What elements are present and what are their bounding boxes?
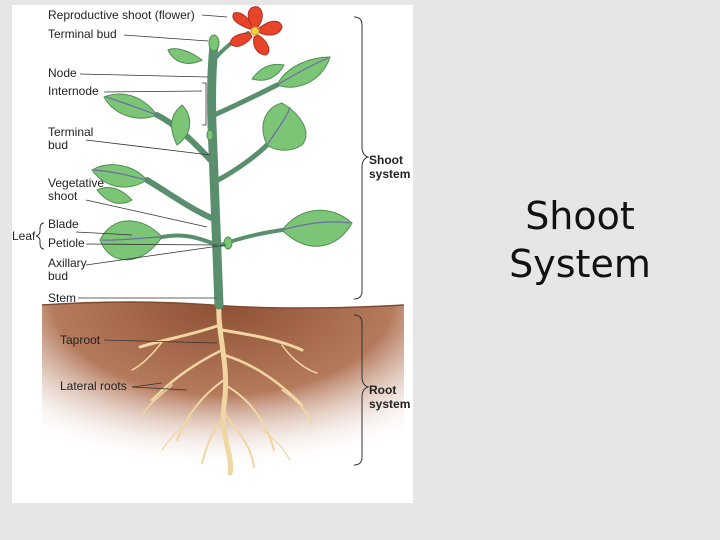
- terminal-bud: [208, 34, 220, 52]
- leaf: [171, 104, 191, 146]
- label-blade: Blade: [48, 217, 79, 231]
- petal: [229, 32, 253, 47]
- taproot: [216, 300, 234, 476]
- label-vegetative-shoot: Vegetative shoot: [48, 176, 105, 203]
- petal: [253, 34, 270, 56]
- label-petiole: Petiole: [48, 236, 85, 250]
- label-leaf: Leaf: [12, 229, 36, 243]
- label-lateral-roots: Lateral roots: [60, 379, 127, 393]
- leaf: [96, 187, 133, 204]
- label-shoot-system: Shoot system: [369, 153, 411, 181]
- flower-center: [250, 26, 260, 36]
- leaf: [276, 56, 331, 88]
- lateral-root: [220, 328, 304, 352]
- label-stem: Stem: [48, 291, 77, 305]
- label-axillary-bud: Axillary bud: [48, 256, 87, 283]
- leaf: [262, 102, 307, 151]
- branch: [144, 177, 219, 223]
- soil-surface: [41, 301, 405, 309]
- label-internode: Internode: [48, 84, 99, 98]
- leaf: [99, 220, 163, 261]
- lateral-root: [222, 353, 304, 407]
- label-taproot: Taproot: [60, 333, 101, 347]
- roots: [131, 300, 318, 476]
- label-reproductive-shoot: Reproductive shoot (flower): [48, 8, 195, 22]
- leaf: [251, 63, 285, 81]
- axillary-bud: [223, 236, 233, 250]
- axillary-bud: [206, 129, 214, 141]
- leaves: [91, 48, 353, 261]
- leaf: [103, 93, 158, 119]
- label-terminal-bud: Terminal bud: [48, 27, 117, 41]
- leaf: [91, 164, 148, 188]
- lateral-root: [138, 323, 222, 349]
- label-node: Node: [48, 66, 77, 80]
- label-terminal-bud-2: Terminal bud: [48, 125, 94, 152]
- plant-illustration: [35, 6, 405, 500]
- buds: [206, 34, 233, 250]
- lateral-root: [150, 348, 224, 402]
- branch: [215, 142, 270, 183]
- petal: [232, 12, 253, 30]
- label-root-system: Root system: [369, 383, 411, 411]
- petal: [257, 20, 283, 36]
- branch: [154, 112, 218, 168]
- lateral-root: [224, 384, 275, 451]
- petal: [247, 6, 263, 30]
- shoot-bracket: [353, 16, 370, 300]
- leaf-bracket: [35, 222, 45, 250]
- root-bracket: [353, 314, 370, 466]
- slide-title-line1: Shoot: [525, 194, 635, 238]
- main-stem: [207, 40, 224, 310]
- lateral-root: [201, 414, 227, 464]
- flower: [229, 6, 283, 56]
- branch: [211, 82, 280, 118]
- petiole: [160, 233, 219, 247]
- leaf: [167, 48, 203, 64]
- lateral-root: [226, 416, 255, 468]
- group-brackets: [35, 16, 370, 466]
- slide-title: Shoot System: [470, 192, 690, 288]
- plant-diagram: Reproductive shoot (flower) Terminal bud…: [12, 5, 413, 503]
- slide-title-line2: System: [509, 242, 651, 286]
- leaf: [281, 209, 353, 247]
- leader-lines: [75, 14, 228, 391]
- lateral-root: [176, 379, 225, 441]
- leaf-veins: [93, 57, 351, 241]
